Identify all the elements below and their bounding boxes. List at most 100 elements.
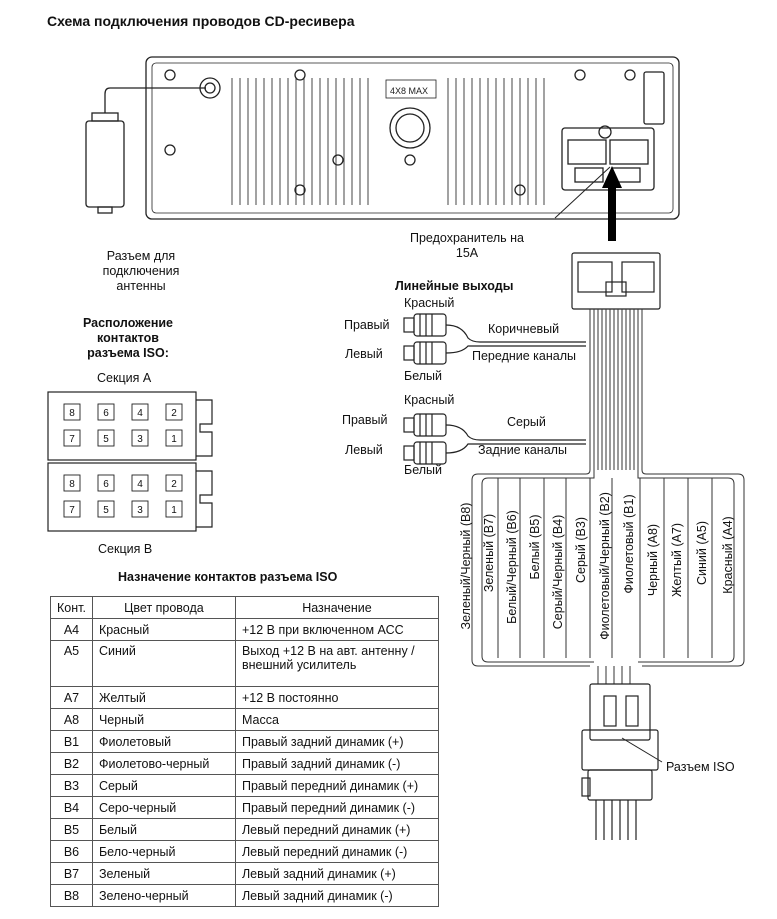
wire-label: Черный (А8)	[646, 523, 660, 597]
color-cell: Серый	[91, 774, 236, 797]
pin-a-7: 7	[69, 434, 75, 445]
wire-label: Фиолетовый/Черный (В2)	[598, 492, 612, 640]
color-cell: Синий	[91, 640, 236, 687]
front-rca-plugs	[403, 313, 586, 365]
harness-loop	[471, 469, 745, 684]
purpose-cell: Масса	[234, 708, 439, 731]
pin-cell: В7	[50, 862, 93, 885]
wire-label: Фиолетовый (В1)	[622, 494, 636, 594]
table-header-row: Конт. Цвет провода Назначение	[50, 596, 439, 619]
color-cell: Зелено-черный	[91, 884, 236, 907]
head-unit-rear-panel	[145, 56, 680, 220]
main-harness	[589, 309, 643, 470]
line-outputs-heading: Линейные выходы	[395, 279, 514, 293]
rear-rca-plugs	[403, 413, 586, 465]
rear-top-color: Красный	[404, 393, 455, 407]
receiver-plug	[571, 252, 661, 310]
front-bottom-color: Белый	[404, 369, 443, 383]
pin-b-4: 4	[137, 479, 143, 490]
color-cell: Желтый	[91, 686, 236, 709]
color-cell: Бело-черный	[91, 840, 236, 863]
purpose-cell: Правый передний динамик (+)	[234, 774, 439, 797]
color-cell: Серо-черный	[91, 796, 236, 819]
iso-connector-label: Разъем ISO	[666, 760, 735, 774]
purpose-cell: +12 В постоянно	[234, 686, 439, 709]
pin-cell: А4	[50, 618, 93, 641]
color-cell: Белый	[91, 818, 236, 841]
rear-channels-label: Задние каналы	[478, 443, 567, 457]
pin-cell: В8	[50, 884, 93, 907]
purpose-cell: Правый задний динамик (-)	[234, 752, 439, 775]
front-right-label: Правый	[344, 318, 390, 332]
arrow-up-icon	[602, 166, 622, 241]
front-top-color: Красный	[404, 296, 455, 310]
pin-cell: В5	[50, 818, 93, 841]
wire-label: Зеленый (В7)	[482, 513, 496, 593]
front-wire-color: Коричневый	[488, 322, 560, 336]
purpose-cell: Левый передний динамик (-)	[234, 840, 439, 863]
pin-a-3: 3	[137, 434, 143, 445]
rear-left-label: Левый	[345, 443, 383, 457]
front-left-label: Левый	[345, 347, 383, 361]
pin-a-5: 5	[103, 434, 109, 445]
pin-b-2: 2	[171, 479, 177, 490]
color-cell: Фиолетово-черный	[91, 752, 236, 775]
antenna-label: Разъем для подключения антенны	[102, 249, 180, 293]
pin-cell: А7	[50, 686, 93, 709]
iso-connector	[581, 683, 663, 840]
pin-b-5: 5	[103, 505, 109, 516]
purpose-cell: Правый задний динамик (+)	[234, 730, 439, 753]
pin-b-3: 3	[137, 505, 143, 516]
pin-cell: А5	[50, 640, 93, 687]
pin-b-6: 6	[103, 479, 109, 490]
rear-wire-color: Серый	[507, 415, 546, 429]
wire-label: Белый (В5)	[528, 514, 542, 580]
antenna-cable	[85, 87, 206, 214]
purpose-cell: Правый передний динамик (-)	[234, 796, 439, 819]
purpose-cell: Выход +12 В на авт. антенну / внешний ус…	[234, 640, 439, 687]
purpose-cell: Левый задний динамик (+)	[234, 862, 439, 885]
rear-right-label: Правый	[342, 413, 388, 427]
rear-bottom-color: Белый	[404, 463, 443, 477]
iso-layout-heading: Расположение контактов разъема ISO:	[82, 316, 174, 360]
purpose-cell: Левый передний динамик (+)	[234, 818, 439, 841]
wire-label: Серый/Черный (В4)	[551, 514, 565, 630]
iso-pin-layout	[47, 391, 213, 532]
wire-label: Серый (В3)	[574, 517, 588, 583]
pin-a-8: 8	[69, 408, 75, 419]
wire-label: Зеленый/Черный (В8)	[459, 502, 473, 630]
section-b-label: Секция В	[98, 542, 153, 556]
section-a-label: Секция А	[97, 371, 152, 385]
purpose-cell: Левый задний динамик (-)	[234, 884, 439, 907]
color-cell: Красный	[91, 618, 236, 641]
pin-cell: В1	[50, 730, 93, 753]
pin-cell: В3	[50, 774, 93, 797]
pin-cell: В4	[50, 796, 93, 819]
column-header: Назначение	[234, 596, 439, 619]
color-cell: Черный	[91, 708, 236, 731]
max-label: 4X8 MAX	[390, 86, 428, 96]
pin-b-8: 8	[69, 479, 75, 490]
pin-cell: В6	[50, 840, 93, 863]
wire-label: Синий (А5)	[695, 521, 709, 585]
wire-label: Желтый (А7)	[670, 523, 684, 597]
front-channels-label: Передние каналы	[472, 349, 576, 363]
pin-a-2: 2	[171, 408, 177, 419]
pin-b-1: 1	[171, 505, 177, 516]
pin-a-1: 1	[171, 434, 177, 445]
pin-b-7: 7	[69, 505, 75, 516]
wire-label: Белый/Черный (В6)	[505, 510, 519, 624]
pin-cell: В2	[50, 752, 93, 775]
pin-a-6: 6	[103, 408, 109, 419]
